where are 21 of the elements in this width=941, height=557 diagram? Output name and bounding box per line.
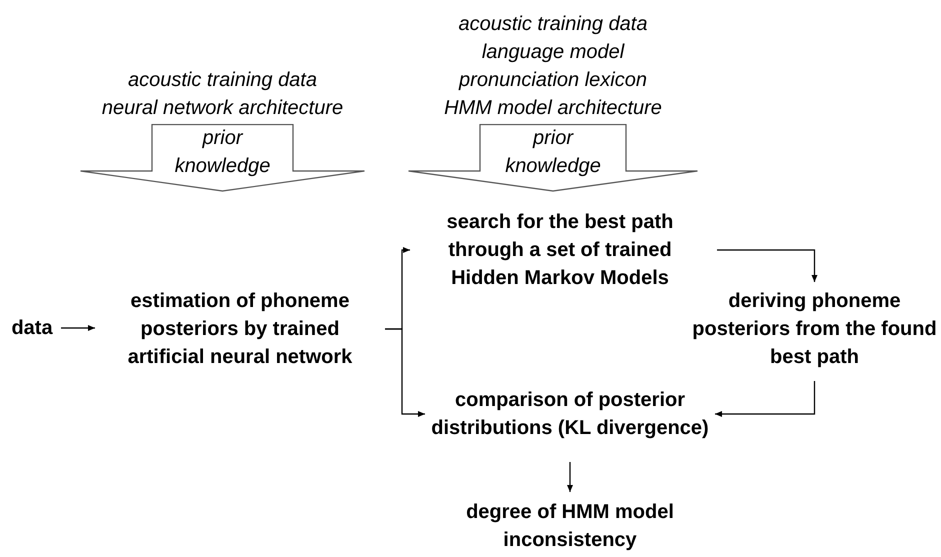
process-text: degree of HMM model inconsistency xyxy=(465,500,675,553)
process-text: search for the best path through a set of trained Hidden Markov Models xyxy=(446,210,674,291)
annotation-text: neural network architecture xyxy=(102,96,344,121)
annotation-text: acoustic training data xyxy=(458,12,648,37)
annotation-text: acoustic training data xyxy=(128,68,317,93)
block-arrow xyxy=(80,124,365,192)
process-text: estimation of phoneme posteriors by trained artificial neural network xyxy=(126,289,354,370)
arrow-label: prior knowledge xyxy=(174,126,272,179)
arrow xyxy=(717,249,818,282)
process-text: comparison of posterior distributions (KL divergence) xyxy=(430,388,710,441)
process-text: data xyxy=(11,316,53,341)
arrow-label: prior knowledge xyxy=(504,126,602,179)
arrow xyxy=(385,328,425,417)
annotation-text: language model xyxy=(482,40,624,65)
annotation-text: pronunciation lexicon xyxy=(459,68,647,93)
block-arrow xyxy=(408,124,698,192)
arrow xyxy=(715,381,816,417)
arrow xyxy=(567,462,573,492)
arrow xyxy=(61,325,95,331)
annotation-text: HMM model architecture xyxy=(444,96,662,121)
process-text: deriving phoneme posteriors from the found best path xyxy=(691,289,938,370)
